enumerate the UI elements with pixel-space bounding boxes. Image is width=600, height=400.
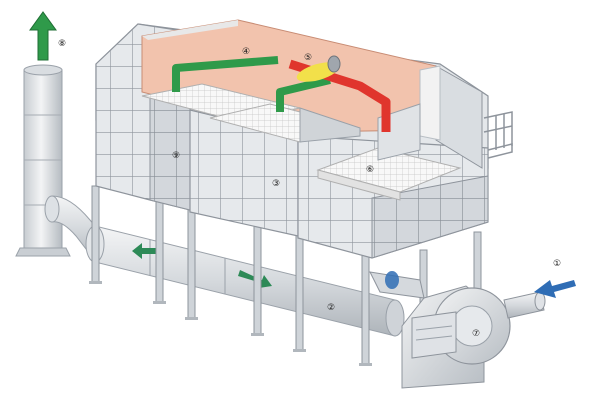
fan-connector [369, 271, 425, 299]
fan-blower [401, 285, 546, 389]
callout-number-c4: ④ [242, 47, 250, 57]
callout-number-c3: ③ [272, 179, 280, 189]
callout-number-c5: ⑤ [304, 53, 312, 63]
callout-number-c2: ② [327, 303, 335, 313]
leg-feet [89, 281, 372, 366]
inlet-arrow-blue [534, 280, 576, 298]
exhaust-up-arrow [29, 11, 57, 61]
callout-layer: ① ② ③ ④ ⑤ ⑥ ⑦ ⑧ ⑨ [58, 39, 561, 339]
chamber-divider-wall [299, 103, 421, 161]
callout-number-c9: ⑨ [172, 151, 180, 161]
callout-number-c6: ⑥ [366, 165, 374, 175]
ceramic-media-bed-right [316, 147, 462, 201]
callout-number-c1: ① [553, 259, 561, 269]
burner [296, 55, 341, 82]
flow-arrow-green-1 [132, 243, 162, 259]
side-platform [483, 111, 513, 159]
green-duct-middle [276, 76, 331, 112]
support-legs [91, 185, 482, 365]
callout-number-c7: ⑦ [472, 329, 480, 339]
callout-number-c8: ⑧ [58, 39, 66, 49]
exhaust-stack [15, 64, 71, 257]
green-duct-left [172, 56, 279, 92]
